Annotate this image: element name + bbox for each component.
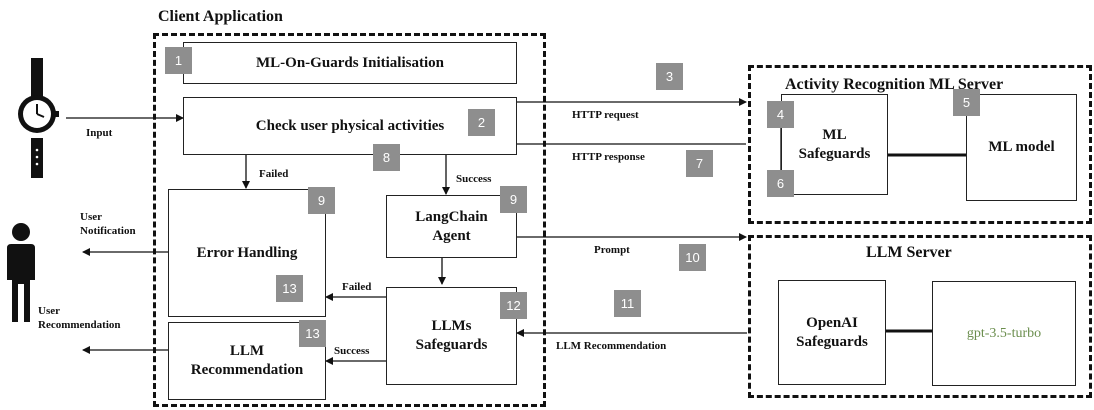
- error-handling-label: Error Handling: [196, 244, 298, 261]
- step-badge-9-error: 9: [308, 187, 335, 214]
- prompt-label: Prompt: [594, 244, 630, 256]
- step-badge-6: 6: [767, 170, 794, 197]
- activity-server-title: Activity Recognition ML Server: [785, 76, 1004, 93]
- user-recommendation-label: User Recommendation: [38, 305, 121, 332]
- user-notification-label: User Notification: [80, 211, 136, 238]
- http-request-label: HTTP request: [572, 109, 639, 121]
- langchain-agent-box: LangChain Agent: [386, 195, 517, 258]
- failed-label-2: Failed: [342, 281, 372, 293]
- gpt-model-label: gpt-3.5-turbo: [966, 325, 1042, 341]
- llms-safeguards-box: LLMs Safeguards: [386, 287, 517, 385]
- openai-safeguards-label: OpenAI Safeguards: [796, 314, 868, 350]
- person-icon: [7, 223, 35, 322]
- llms-safeguards-label: LLMs Safeguards: [415, 318, 488, 353]
- llm-recommendation-label: LLM Recommendation: [190, 343, 304, 378]
- ml-model-box: ML model: [966, 94, 1077, 201]
- input-label: Input: [86, 127, 113, 139]
- ml-model-label: ML model: [988, 139, 1055, 156]
- step-badge-11: 11: [614, 290, 641, 317]
- langchain-agent-label: LangChain Agent: [415, 208, 488, 244]
- success-label-1: Success: [456, 173, 492, 185]
- check-activities-box: Check user physical activities: [183, 97, 517, 155]
- init-label: ML-On-Guards Initialisation: [256, 54, 444, 71]
- step-badge-9-agent: 9: [500, 186, 527, 213]
- step-badge-10: 10: [679, 244, 706, 271]
- step-badge-1: 1: [165, 47, 192, 74]
- http-response-label: HTTP response: [572, 151, 645, 163]
- step-badge-4: 4: [767, 101, 794, 128]
- step-badge-3: 3: [656, 63, 683, 90]
- step-badge-2: 2: [468, 109, 495, 136]
- smartwatch-icon: [18, 58, 59, 178]
- init-box: ML-On-Guards Initialisation: [183, 42, 517, 84]
- step-badge-7: 7: [686, 150, 713, 177]
- openai-safeguards-box: OpenAI Safeguards: [778, 280, 886, 385]
- llm-server-container: [748, 235, 1092, 398]
- step-badge-8: 8: [373, 144, 400, 171]
- step-badge-13-recommendation: 13: [299, 320, 326, 347]
- ml-safeguards-label: ML Safeguards: [798, 126, 871, 162]
- client-application-container: [153, 33, 546, 407]
- check-activities-label: Check user physical activities: [255, 117, 445, 134]
- gpt-model-box: gpt-3.5-turbo: [932, 281, 1076, 386]
- step-badge-13-error: 13: [276, 275, 303, 302]
- step-badge-12: 12: [500, 292, 527, 319]
- client-application-title: Client Application: [158, 8, 283, 25]
- ml-safeguards-box: ML Safeguards: [781, 94, 888, 195]
- failed-label-1: Failed: [259, 168, 289, 180]
- step-badge-5: 5: [953, 89, 980, 116]
- llm-recommendation-flow-label: LLM Recommendation: [556, 340, 667, 352]
- success-label-2: Success: [334, 345, 370, 357]
- llm-server-title: LLM Server: [866, 244, 952, 261]
- activity-server-container: [748, 65, 1092, 224]
- error-handling-box: Error Handling: [168, 189, 326, 317]
